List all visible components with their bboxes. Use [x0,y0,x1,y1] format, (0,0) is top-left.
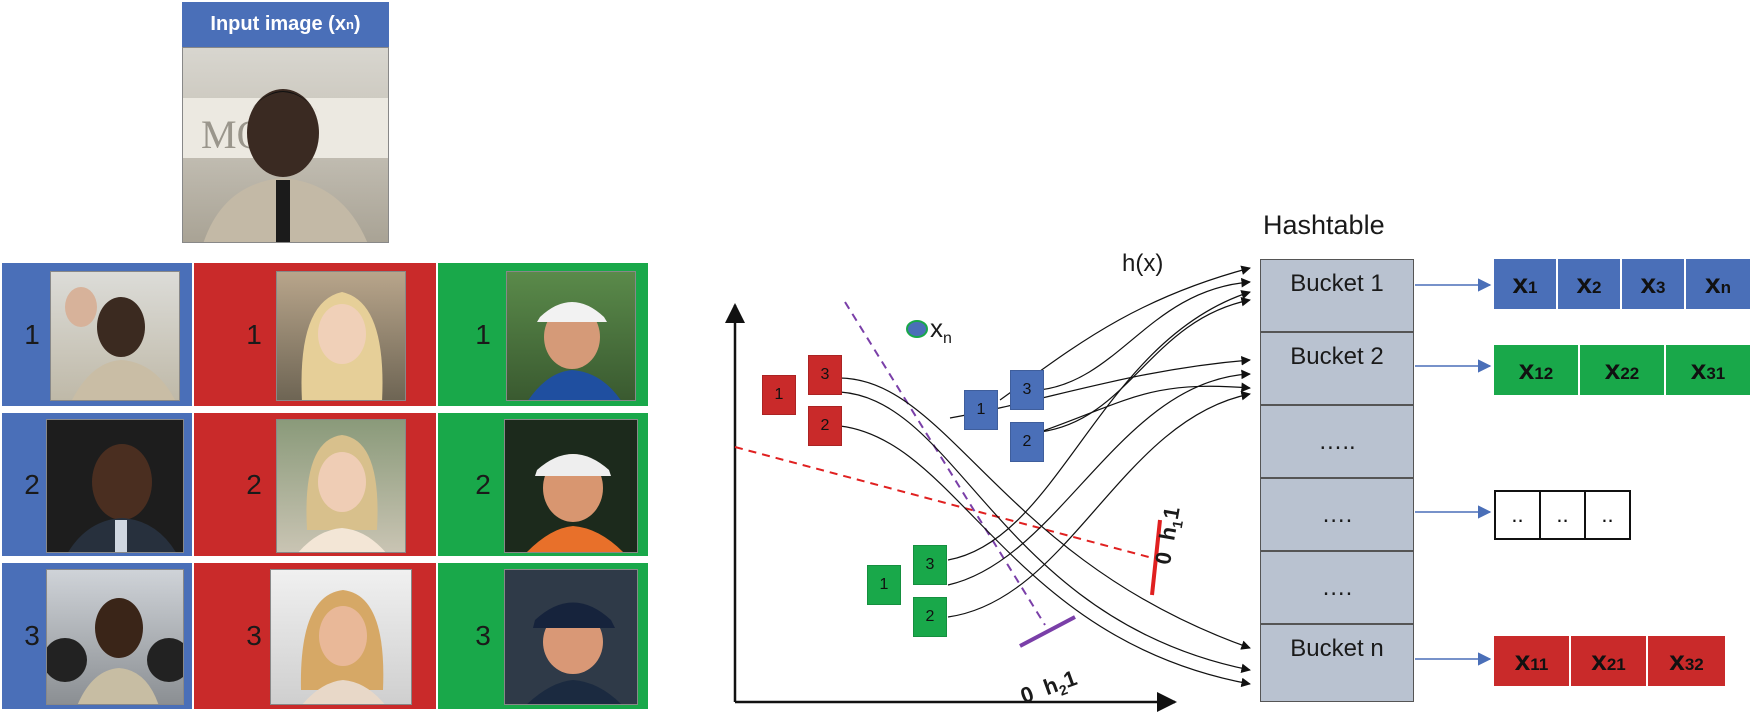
face-photo [504,419,638,553]
hx-label: h(x) [1122,250,1164,277]
square-green-1: 1 [867,565,901,605]
grid-row-number: 3 [24,620,40,651]
xn-label-text: x [930,313,943,343]
output-cell: .. [1494,490,1541,540]
grid-row-number: 1 [24,318,40,350]
output-cell: .. [1539,490,1586,540]
square-green-2: 2 [913,597,947,637]
hashtable-title: Hashtable [1263,210,1385,240]
h2-hyperplane [844,301,1046,626]
grid-cell-blue-3: 3 [2,563,192,709]
face-photo [46,419,184,553]
input-photo: MON [182,47,389,243]
bucket-5: …. [1260,551,1414,624]
face-photo [50,271,180,401]
grid-cell-green-3: 3 [438,563,648,709]
face-photo [46,569,184,705]
hash-curves [839,265,1251,688]
grid-cell-green-1: 1 [438,263,648,406]
bucket-3: ….. [1260,405,1414,478]
input-photo-figure: MON [183,89,388,242]
square-blue-3: 3 [1010,370,1044,410]
grid-row-number: 3 [475,620,491,651]
grid-cell-blue-1: 1 [2,263,192,406]
square-red-3: 3 [808,355,842,395]
grid-row-number: 2 [475,468,491,500]
h1-hyperplane [734,446,1161,561]
grid-row-number: 3 [246,620,262,651]
xn-label: xn [930,313,952,348]
face-photo [506,271,636,401]
face-photo [270,569,412,705]
grid-row-number: 1 [246,318,262,350]
face-photo [276,419,406,553]
grid-cell-red-1: 1 [194,263,436,406]
grid-row-number: 1 [475,318,491,350]
grid-cell-green-2: 2 [438,413,648,556]
square-green-3: 3 [913,545,947,585]
bucket-4: …. [1260,478,1414,551]
square-red-2: 2 [808,406,842,446]
square-red-1: 1 [762,375,796,415]
h1-segment [1150,519,1162,596]
h2-segment [1019,615,1076,648]
bucket-2: Bucket 2 [1260,332,1414,405]
input-header-end: ) [353,13,361,35]
face-photo [276,271,406,401]
grid-cell-blue-2: 2 [2,413,192,556]
output-bucket-4: .. .. .. [1494,490,1631,540]
grid-row-number: 2 [24,468,40,500]
input-header-text: Input image (x [210,13,346,35]
square-blue-1: 1 [964,390,998,430]
grid-cell-red-2: 2 [194,413,436,556]
output-cell: .. [1584,490,1631,540]
grid-cell-red-3: 3 [194,563,436,709]
grid-row-number: 2 [246,468,262,500]
xn-point [906,320,928,338]
input-header-sub: n [345,17,354,32]
xn-label-sub: n [943,330,952,348]
bucket-n: Bucket n [1260,624,1414,702]
bucket-1: Bucket 1 [1260,259,1414,332]
face-photo [504,569,638,705]
square-blue-2: 2 [1010,422,1044,462]
